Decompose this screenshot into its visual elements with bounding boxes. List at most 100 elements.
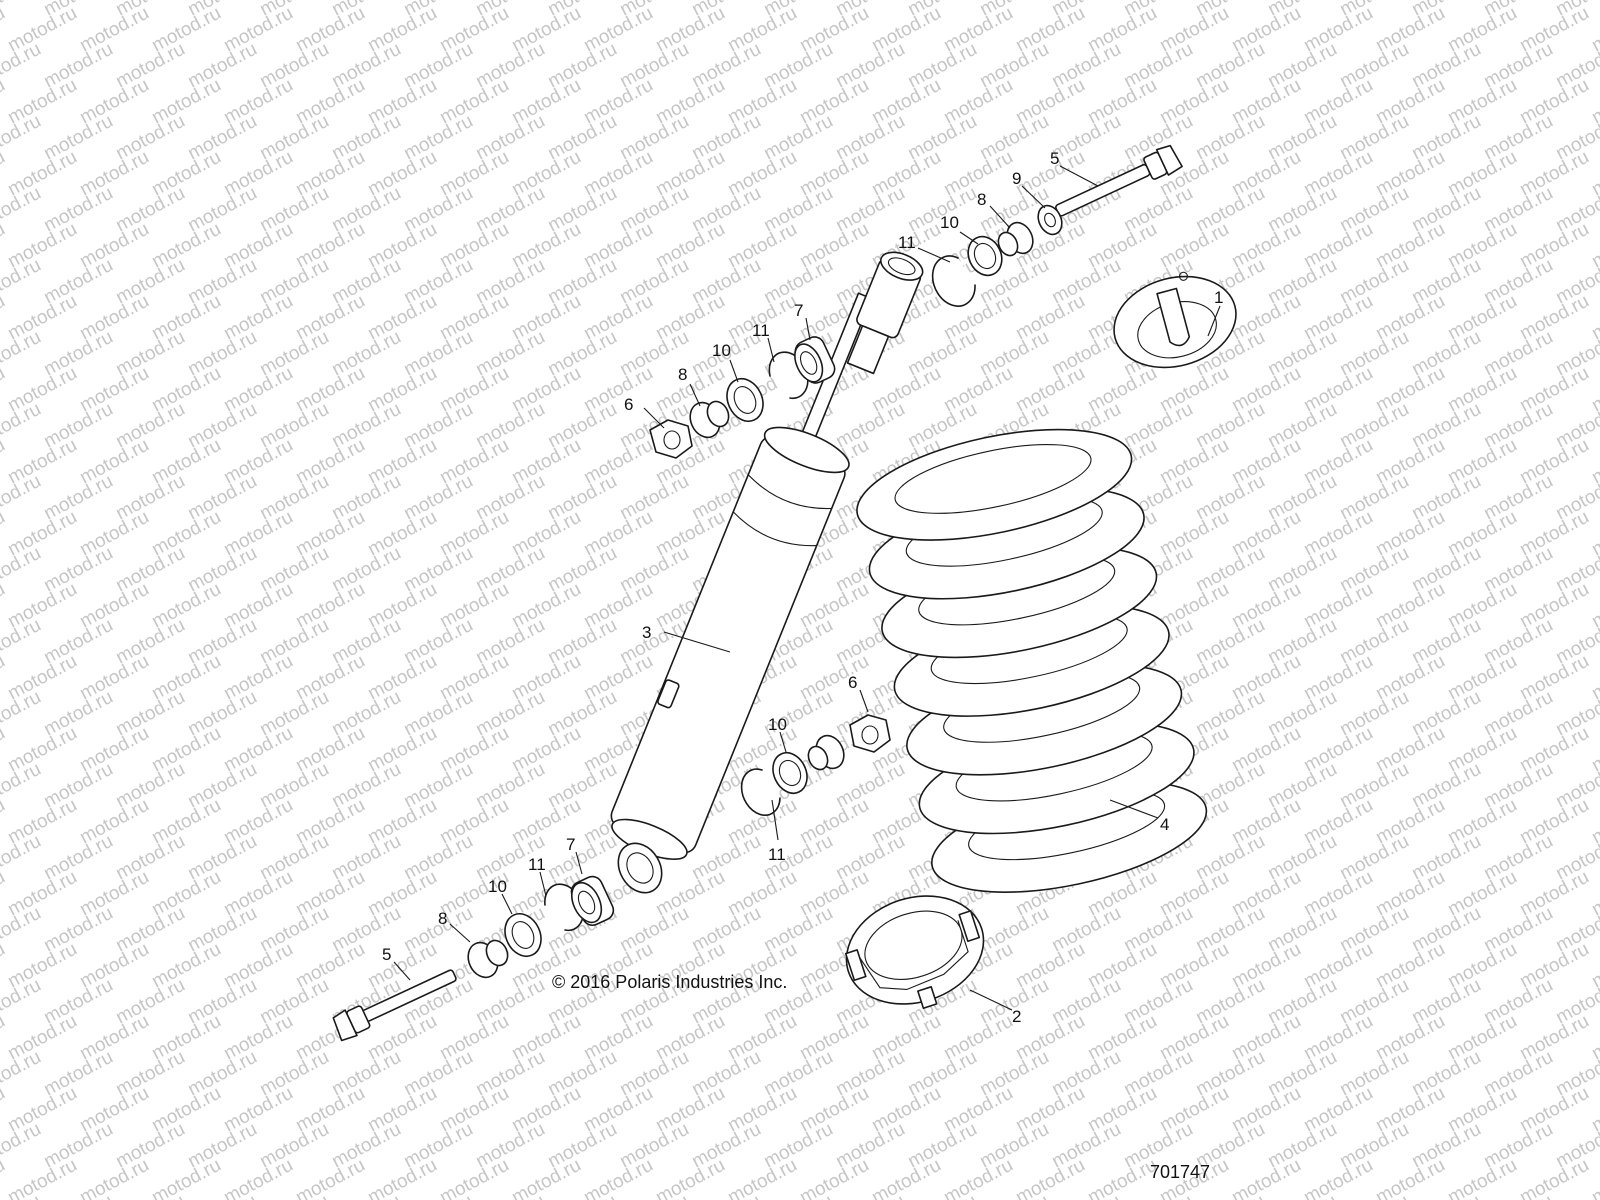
watermark-text: motod.ru bbox=[868, 1155, 944, 1200]
watermark-text: motod.ru bbox=[1588, 1011, 1600, 1065]
callout-11-top-right: 11 bbox=[898, 233, 916, 252]
upper-left-hardware bbox=[649, 336, 836, 459]
callout-numbers: 5 9 8 10 11 1 6 8 10 11 7 3 6 10 11 4 5 … bbox=[382, 149, 1223, 1026]
watermark-text: motod.ru bbox=[0, 363, 9, 417]
callout-5-top: 5 bbox=[1050, 149, 1059, 168]
watermark-text: motod.ru bbox=[1588, 723, 1600, 777]
watermark-text: motod.ru bbox=[0, 435, 9, 489]
watermark-text: motod.ru bbox=[1588, 1155, 1600, 1200]
callout-2: 2 bbox=[1012, 1007, 1021, 1026]
watermark-text: motod.ru bbox=[0, 795, 9, 849]
callout-11-top-left: 11 bbox=[752, 321, 770, 340]
watermark-text: motod.ru bbox=[0, 1011, 9, 1065]
watermark-text: motod.ru bbox=[652, 1155, 728, 1200]
watermark-text: motod.ru bbox=[1588, 1083, 1600, 1137]
watermark-text: motod.ru bbox=[1588, 3, 1600, 57]
callout-7-bottom: 7 bbox=[566, 835, 575, 854]
watermark-text: motod.ru bbox=[796, 1155, 872, 1200]
callout-6-top: 6 bbox=[624, 395, 633, 414]
watermark-text: motod.ru bbox=[4, 1155, 80, 1200]
watermark-text: motod.ru bbox=[1228, 1155, 1304, 1200]
watermark-text: motod.ru bbox=[0, 1083, 9, 1137]
watermark-text: motod.ru bbox=[1012, 1155, 1088, 1200]
watermark-text: motod.ru bbox=[940, 1155, 1016, 1200]
watermark-text: motod.ru bbox=[0, 687, 45, 741]
callout-8-top-left: 8 bbox=[678, 365, 687, 384]
watermark-text: motod.ru bbox=[1588, 147, 1600, 201]
watermark-text: motod.ru bbox=[0, 327, 45, 381]
watermark-text: motod.ru bbox=[1444, 1155, 1520, 1200]
spring-retainer-lower bbox=[844, 895, 985, 1010]
watermark-text: motod.ru bbox=[0, 3, 9, 57]
watermark-text: motod.ru bbox=[0, 543, 45, 597]
watermark-text: motod.ru bbox=[0, 111, 45, 165]
watermark-text: motod.ru bbox=[148, 1155, 224, 1200]
callout-3: 3 bbox=[642, 623, 651, 642]
callout-5-bottom: 5 bbox=[382, 945, 391, 964]
leader-lines bbox=[393, 165, 1221, 1011]
spring-retainer-upper bbox=[1113, 271, 1237, 369]
watermark-text: motod.ru bbox=[0, 723, 9, 777]
callout-10-bottom: 10 bbox=[488, 877, 507, 896]
watermark-text: motod.ru bbox=[508, 1155, 584, 1200]
watermark-text: motod.ru bbox=[0, 0, 45, 20]
watermark-text: motod.ru bbox=[76, 1155, 152, 1200]
upper-mount-hardware bbox=[931, 144, 1183, 307]
watermark-text: motod.ru bbox=[0, 255, 45, 309]
watermark-text: motod.ru bbox=[0, 219, 9, 273]
callout-6-lower: 6 bbox=[848, 673, 857, 692]
callout-8-top-right: 8 bbox=[977, 190, 986, 209]
watermark-text: motod.ru bbox=[292, 1155, 368, 1200]
copyright-notice: © 2016 Polaris Industries Inc. bbox=[552, 972, 788, 992]
lower-mount-hardware bbox=[332, 875, 615, 1042]
callout-10-lower: 10 bbox=[768, 715, 787, 734]
watermark-text: motod.ru bbox=[1588, 75, 1600, 129]
watermark-text: motod.ru bbox=[0, 759, 45, 813]
watermark-text: motod.ru bbox=[1588, 363, 1600, 417]
watermark-text: motod.ru bbox=[0, 1119, 45, 1173]
callout-7-top: 7 bbox=[794, 301, 803, 320]
callout-9: 9 bbox=[1012, 169, 1021, 188]
watermark-text: motod.ru bbox=[1588, 219, 1600, 273]
watermark-text: motod.ru bbox=[0, 183, 45, 237]
watermark-text: motod.ru bbox=[0, 939, 9, 993]
watermark-text: motod.ru bbox=[436, 1155, 512, 1200]
lower-right-hardware bbox=[740, 714, 891, 816]
callout-4: 4 bbox=[1160, 815, 1169, 834]
watermark-text: motod.ru bbox=[0, 291, 9, 345]
watermark-text: motod.ru bbox=[1588, 435, 1600, 489]
watermark-text: motod.ru bbox=[0, 399, 45, 453]
callout-8-bottom: 8 bbox=[438, 909, 447, 928]
watermark-text: motod.ru bbox=[1516, 1155, 1592, 1200]
watermark-text: motod.ru bbox=[1588, 507, 1600, 561]
watermark-text: motod.ru bbox=[0, 975, 45, 1029]
watermark-text: motod.ru bbox=[0, 147, 9, 201]
diagram-number: 701747 bbox=[1150, 1162, 1211, 1182]
watermark-text: motod.ru bbox=[0, 867, 9, 921]
watermark-text: motod.ru bbox=[0, 507, 9, 561]
watermark-text: motod.ru bbox=[1588, 867, 1600, 921]
watermark-text: motod.ru bbox=[580, 1155, 656, 1200]
watermark-text: motod.ru bbox=[724, 1155, 800, 1200]
watermark-text: motod.ru bbox=[0, 831, 45, 885]
watermark-text: motod.ru bbox=[0, 615, 45, 669]
watermark-text: motod.ru bbox=[1588, 795, 1600, 849]
watermark-text: motod.ru bbox=[0, 1047, 45, 1101]
watermark-text: motod.ru bbox=[0, 903, 45, 957]
watermark-text: motod.ru bbox=[0, 471, 45, 525]
callout-10-top-right: 10 bbox=[940, 213, 959, 232]
callout-11-bottom: 11 bbox=[528, 855, 546, 874]
watermark-text: motod.ru bbox=[1300, 1155, 1376, 1200]
callout-11-lower: 11 bbox=[768, 845, 786, 864]
watermark-text: motod.ru bbox=[1588, 579, 1600, 633]
watermark-text: motod.ru bbox=[1588, 291, 1600, 345]
watermark-text: motod.ru bbox=[220, 1155, 296, 1200]
watermark-text: motod.ru bbox=[0, 39, 45, 93]
watermark-text: motod.ru bbox=[1588, 651, 1600, 705]
watermark-text: motod.ru bbox=[364, 1155, 440, 1200]
coil-spring bbox=[856, 428, 1208, 893]
callout-1: 1 bbox=[1214, 288, 1223, 307]
